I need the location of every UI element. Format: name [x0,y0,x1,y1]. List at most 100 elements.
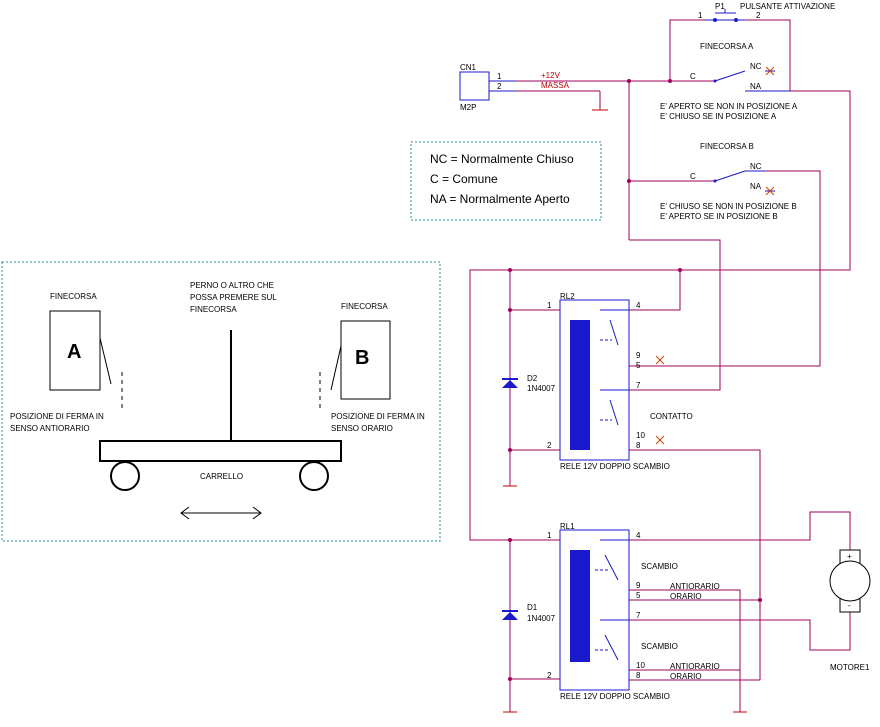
finecorsa-a-note1: E' APERTO SE NON IN POSIZIONE A [660,102,798,111]
finecorsa-b-note1: E' CHIUSO SE NON IN POSIZIONE B [660,202,797,211]
stop-right-text-2: SENSO ORARIO [331,424,393,433]
rl1-antiorario2: ANTIORARIO [670,662,720,671]
carriage-body [99,440,342,462]
stop-right-text-1: POSIZIONE DI FERMA IN [331,412,425,421]
finecorsa-b-note2: E' APERTO SE IN POSIZIONE B [660,212,778,221]
rl2-contacts [600,309,629,426]
rl1-pin8: 8 [636,671,641,680]
rl1-orario2: ORARIO [670,672,702,681]
perno-label-1: PERNO O ALTRO CHE [190,281,274,290]
rl1-antiorario1: ANTIORARIO [670,582,720,591]
rl2-pin9: 9 [636,351,641,360]
rl1-orario1: ORARIO [670,592,702,601]
movement-arrow [180,506,262,520]
rl2-pin7: 7 [636,381,641,390]
mechanical-frame [1,261,441,542]
rl1-pin2: 2 [547,671,552,680]
limit-switch-a-schematic: FINECORSA A C NC NA E' APERTO SE NON IN … [660,42,798,121]
finecorsa-right-label: FINECORSA [341,302,388,311]
limit-switch-a-lever [99,337,112,385]
rl1-scambio1: SCAMBIO [641,562,678,571]
stop-left-text-1: POSIZIONE DI FERMA IN [10,412,104,421]
diode-d2: D2 1N4007 [502,374,556,393]
rl1-contacts [595,539,629,661]
carriage-wheel-left [110,461,140,491]
connector-cn1: CN1 M2P 1 2 +12V MASSA [459,63,570,112]
cn1-part: M2P [460,103,476,112]
finecorsa-left-label: FINECORSA [50,292,97,301]
motor-name: MOTORE1 [830,663,870,672]
d1-ref: D1 [527,603,538,612]
perno-label-3: FINECORSA [190,305,237,314]
rl2-pin1: 1 [547,301,552,310]
cn1-pin1: 1 [497,72,502,81]
rl2-pin5: 5 [636,361,641,370]
rl2-crosses [655,355,665,445]
limit-switch-b-letter: B [355,347,369,369]
finecorsa-a-nc-cross [765,66,775,76]
finecorsa-a-na: NA [750,82,762,91]
net-12v-label: +12V [541,71,561,80]
finecorsa-b-na: NA [750,182,762,191]
d2-ref: D2 [527,374,538,383]
limit-switch-a-body [49,310,101,391]
rl1-scambio2: SCAMBIO [641,642,678,651]
motor-minus: - [848,601,851,610]
rl1-desc: RELE 12V DOPPIO SCAMBIO [560,692,670,701]
legend-c: C = Comune [430,172,498,186]
rl2-pin10: 10 [636,431,645,440]
rl1-pin7: 7 [636,611,641,620]
d2-part: 1N4007 [527,384,556,393]
finecorsa-b-na-cross [765,186,775,196]
perno-label-2: POSSA PREMERE SUL [190,293,277,302]
limit-switch-b-schematic: FINECORSA B C NC NA E' CHIUSO SE NON IN … [660,142,797,221]
rl2-pin2: 2 [547,441,552,450]
rl1-pin4: 4 [636,531,641,540]
rl1-pin5: 5 [636,591,641,600]
d1-part: 1N4007 [527,614,556,623]
legend-nc: NC = Normalmente Chiuso [430,152,574,166]
diode-d1: D1 1N4007 [502,603,556,623]
finecorsa-b-title: FINECORSA B [700,142,754,151]
junctions [508,79,762,681]
rl1-frame [559,529,630,691]
rl1-coil [570,550,590,662]
finecorsa-a-note2: E' CHIUSO SE IN POSIZIONE A [660,112,777,121]
net-gnd-label: MASSA [541,81,570,90]
carriage-label: CARRELLO [200,472,243,481]
limit-switch-b-lever [330,345,342,391]
stop-left-text-2: SENSO ANTIORARIO [10,424,90,433]
mechanical-diagram: FINECORSA A PERNO O ALTRO CHE POSSA PREM… [1,261,441,542]
finecorsa-a-nc: NC [750,62,762,71]
carriage-wheel-right [299,461,329,491]
finecorsa-a-c: C [690,72,696,81]
cn1-pin2: 2 [497,82,502,91]
pushbutton-p1: P1 PULSANTE ATTIVAZIONE 1 2 [698,2,835,22]
relay-rl1: RL1 1 2 4 9 5 7 10 8 SCAMBIO SCAMBIO ANT… [502,522,720,701]
p1-label: P1 [715,2,725,11]
cn1-label: CN1 [460,63,477,72]
p1-pin1: 1 [698,11,703,20]
rl2-pin4: 4 [636,301,641,310]
rl1-pin1: 1 [547,531,552,540]
finecorsa-b-nc: NC [750,162,762,171]
relay-rl2: RL2 1 2 4 9 5 7 10 8 CONTATTO RELE 12V D… [502,292,693,471]
legend-box: NC = Normalmente Chiuso C = Comune NA = … [410,141,602,221]
rl1-pin10: 10 [636,661,645,670]
finecorsa-b-c: C [690,172,696,181]
rl1-pin9: 9 [636,581,641,590]
p1-title: PULSANTE ATTIVAZIONE [740,2,835,11]
ground-symbols [503,109,747,713]
rl2-pin8: 8 [636,441,641,450]
rl2-name: RL2 [560,292,575,301]
rl2-coil [570,320,590,450]
rl2-frame [559,299,630,461]
limit-switch-b-body [340,320,391,400]
rl1-name: RL1 [560,522,575,531]
limit-switch-a-letter: A [67,341,81,363]
legend-na: NA = Normalmente Aperto [430,192,570,206]
rl2-contatto: CONTATTO [650,412,693,421]
wires [469,19,851,712]
motor: + - MOTORE1 [829,549,871,672]
